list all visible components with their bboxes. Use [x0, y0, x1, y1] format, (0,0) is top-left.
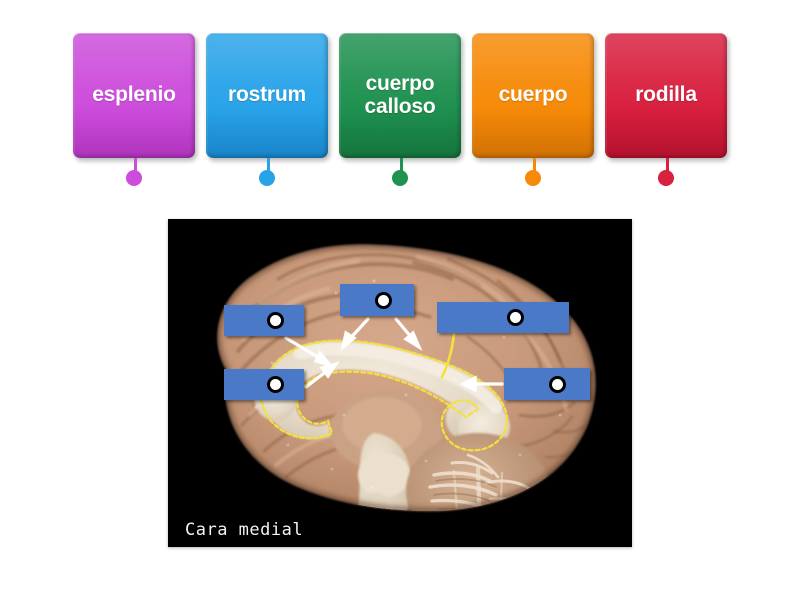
drop-target-2[interactable] [340, 284, 414, 316]
drop-target-marker-dot [267, 376, 284, 393]
drop-target-marker-dot [375, 291, 392, 309]
image-caption: Cara medial [185, 520, 304, 540]
answer-card-label: rodilla [635, 83, 697, 107]
answer-card-connector-dot[interactable] [126, 170, 142, 186]
pointer-arrows [284, 317, 504, 393]
drop-target-4[interactable] [224, 369, 304, 400]
answer-card-rostrum[interactable]: rostrum [206, 33, 328, 158]
answer-card-stem [134, 158, 137, 173]
drop-target-5[interactable] [504, 368, 590, 400]
answer-card-stem [267, 158, 270, 173]
answer-card-label: esplenio [92, 83, 176, 107]
drop-target-marker-dot [267, 312, 284, 329]
answer-card-label: rostrum [228, 83, 306, 107]
answer-card-connector-dot[interactable] [658, 170, 674, 186]
drop-target-1[interactable] [224, 305, 304, 336]
answer-card-stem [533, 158, 536, 173]
brain-image-panel: Cara medial [168, 219, 632, 547]
answer-card-label: cuerpo [498, 83, 568, 107]
answer-card-connector-dot[interactable] [259, 170, 275, 186]
answer-card-esplenio[interactable]: esplenio [73, 33, 195, 158]
drop-target-marker-dot [507, 309, 524, 326]
leader-line-yellow [440, 332, 456, 379]
corpus-callosum-outline [260, 339, 509, 452]
answer-card-connector-dot[interactable] [392, 170, 408, 186]
answer-card-rodilla[interactable]: rodilla [605, 33, 727, 158]
answer-card-connector-dot[interactable] [525, 170, 541, 186]
drop-target-marker-dot [549, 375, 566, 393]
drop-target-3[interactable] [437, 302, 569, 333]
answer-card-cuerpo[interactable]: cuerpo [472, 33, 594, 158]
answer-card-stem [666, 158, 669, 173]
answer-card-stem [400, 158, 403, 173]
